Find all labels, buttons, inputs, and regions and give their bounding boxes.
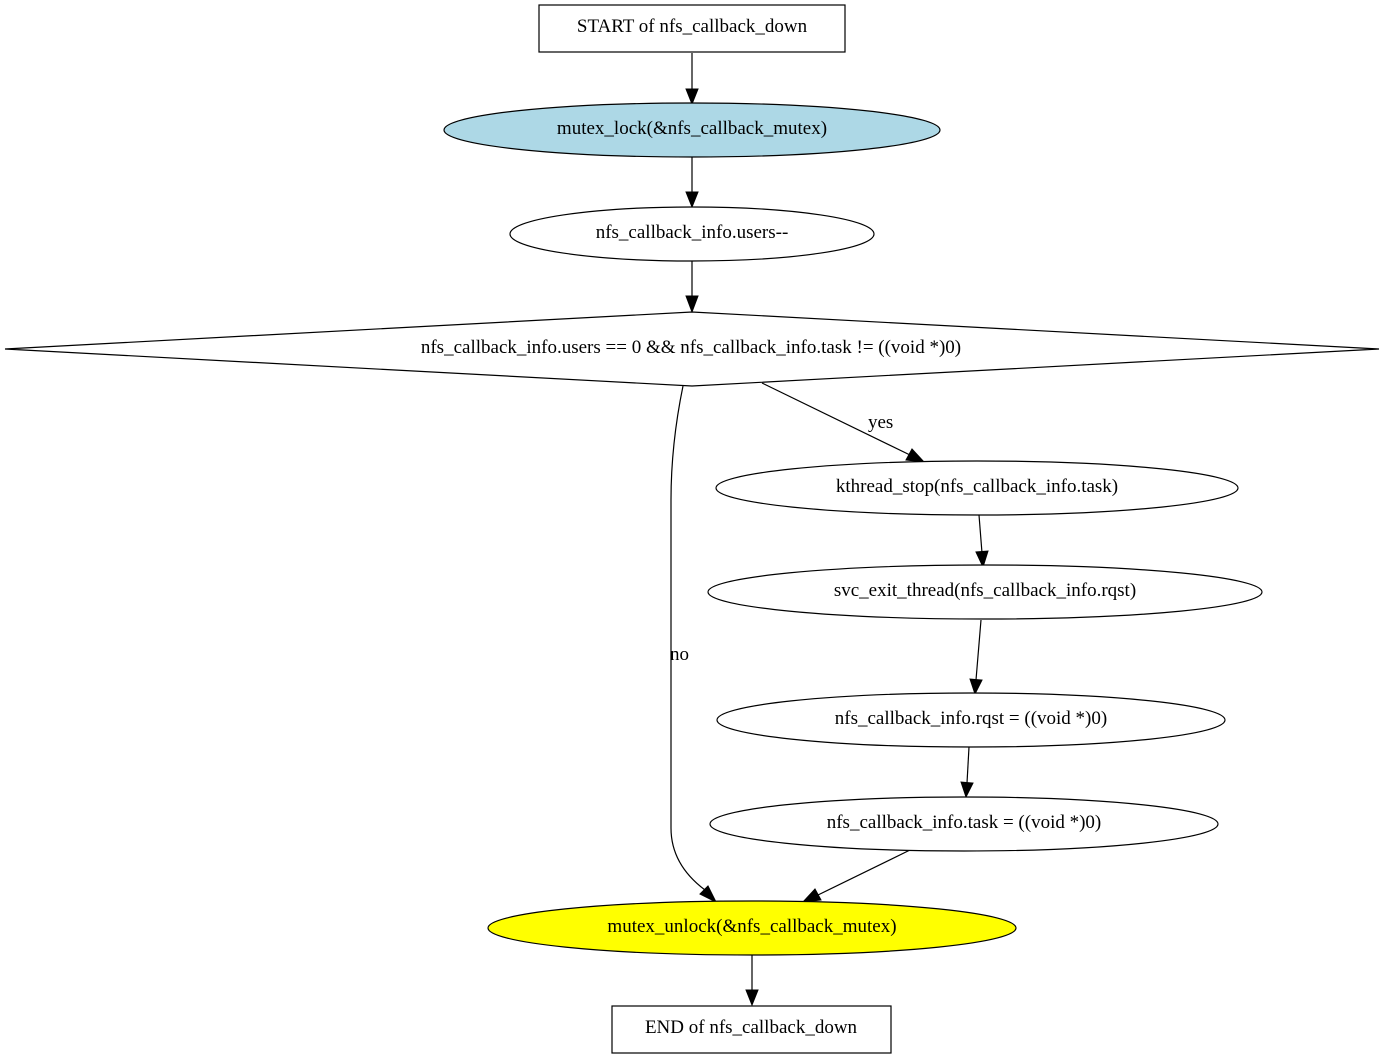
svc-exit-thread-label: svc_exit_thread(nfs_callback_info.rqst) [834, 580, 1136, 601]
condition-node: nfs_callback_info.users == 0 && nfs_call… [4, 311, 1380, 387]
edge-dec-to-cond [685, 261, 699, 314]
rqst-null-ellipse [716, 692, 1226, 748]
task-null-label: nfs_callback_info.task = ((void *)0) [827, 812, 1102, 833]
rqst-null-label: nfs_callback_info.rqst = ((void *)0) [835, 708, 1107, 729]
end-node-label: END of nfs_callback_down [645, 1017, 858, 1038]
kthread-stop-ellipse [715, 460, 1239, 516]
users-decrement-label: nfs_callback_info.users-- [596, 222, 789, 243]
edge-cond-to-kthread-yes: yes [761, 382, 926, 463]
edge-kthread-to-svcexit [975, 514, 989, 569]
start-node-label: START of nfs_callback_down [577, 16, 808, 37]
end-node: END of nfs_callback_down [611, 1005, 892, 1054]
condition-label: nfs_callback_info.users == 0 && nfs_call… [421, 337, 961, 358]
task-null-ellipse [709, 796, 1219, 852]
edge-lock-to-dec [685, 157, 699, 209]
mutex-unlock-label: mutex_unlock(&nfs_callback_mutex) [607, 916, 896, 937]
mutex-lock-ellipse [443, 102, 941, 158]
edge-rqstnull-to-tasknull [960, 746, 974, 799]
condition-diamond [4, 311, 1380, 387]
task-null-node: nfs_callback_info.task = ((void *)0) [709, 796, 1219, 852]
start-node-box [538, 4, 846, 53]
svc-exit-thread-node: svc_exit_thread(nfs_callback_info.rqst) [707, 564, 1263, 620]
rqst-null-node: nfs_callback_info.rqst = ((void *)0) [716, 692, 1226, 748]
svc-exit-thread-ellipse [707, 564, 1263, 620]
kthread-stop-node: kthread_stop(nfs_callback_info.task) [715, 460, 1239, 516]
edge-yes-label: yes [868, 412, 893, 433]
mutex-lock-node: mutex_lock(&nfs_callback_mutex) [443, 102, 941, 158]
edge-cond-to-unlock-no: no [670, 385, 718, 904]
start-node: START of nfs_callback_down [538, 4, 846, 53]
edge-no-label: no [670, 644, 689, 665]
mutex-unlock-ellipse [487, 900, 1017, 956]
mutex-unlock-node: mutex_unlock(&nfs_callback_mutex) [487, 900, 1017, 956]
edge-svcexit-to-rqstnull [969, 619, 983, 696]
edge-start-to-lock [685, 53, 699, 106]
end-node-box [611, 1005, 892, 1054]
edge-unlock-to-end [745, 955, 759, 1007]
kthread-stop-label: kthread_stop(nfs_callback_info.task) [836, 476, 1118, 497]
users-decrement-node: nfs_callback_info.users-- [509, 206, 875, 262]
edge-tasknull-to-unlock [801, 849, 911, 903]
users-decrement-ellipse [509, 206, 875, 262]
mutex-lock-label: mutex_lock(&nfs_callback_mutex) [557, 118, 827, 139]
